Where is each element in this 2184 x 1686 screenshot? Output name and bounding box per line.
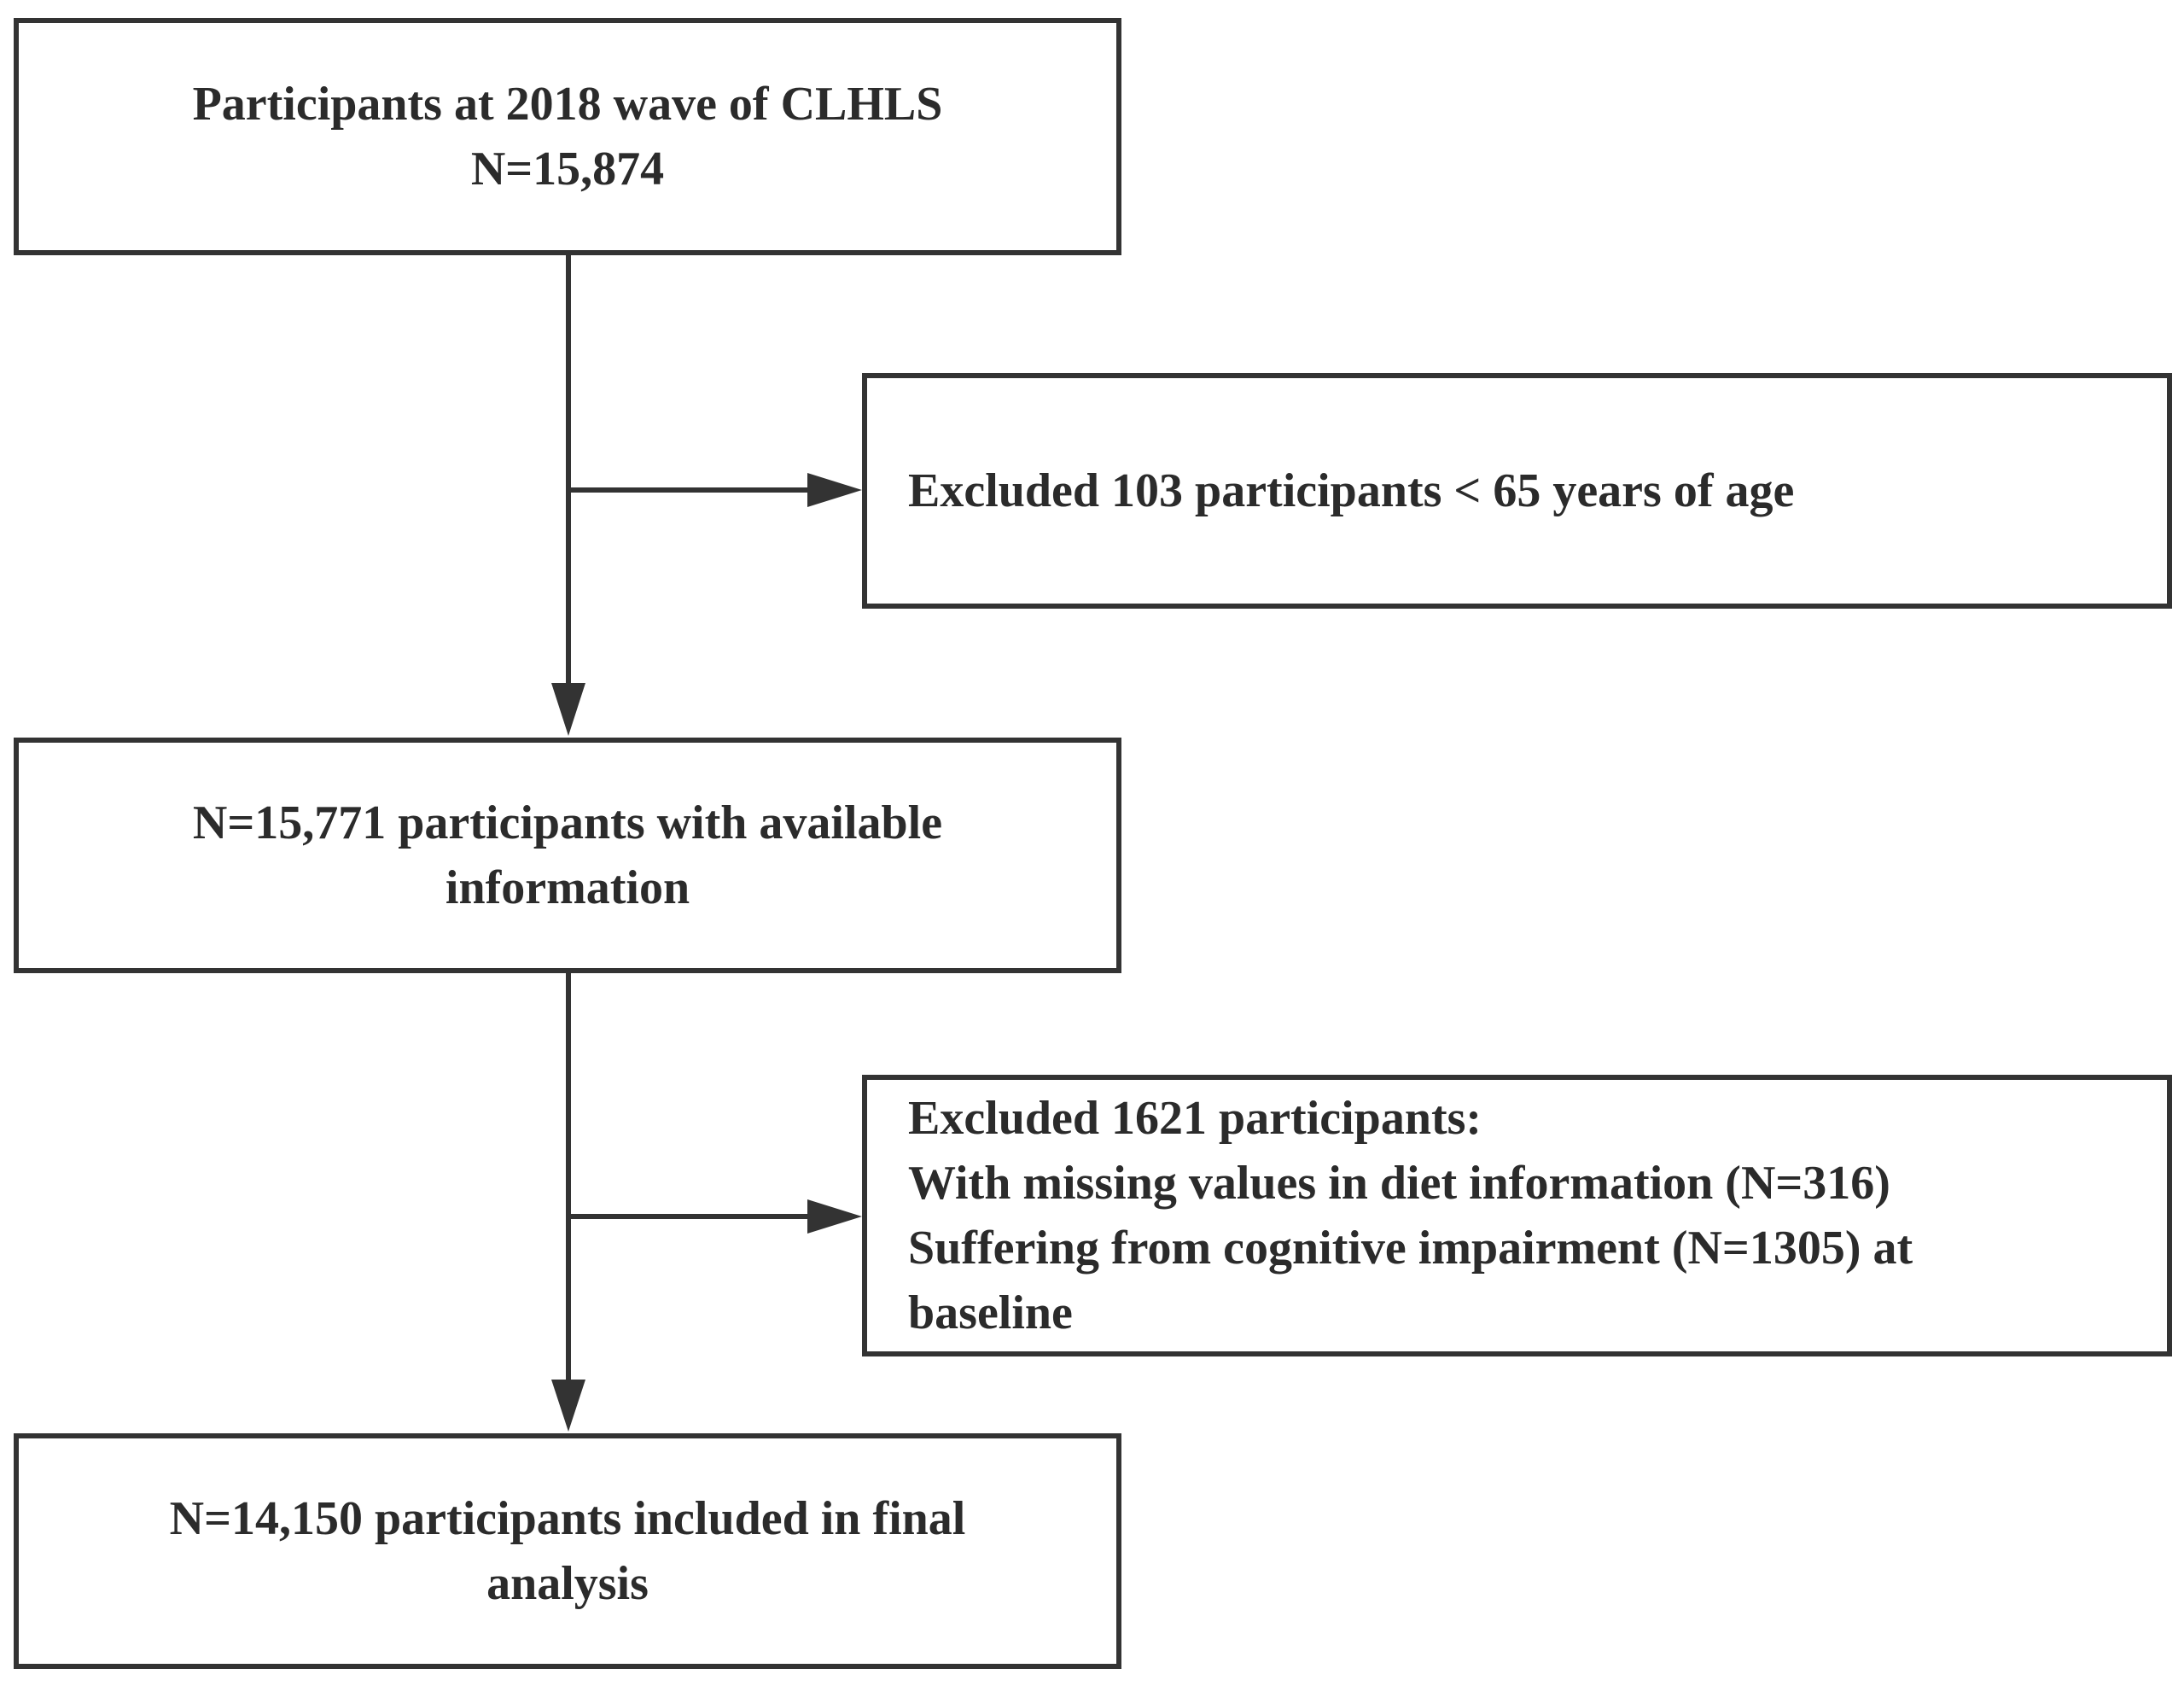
- final-analysis-line-1: N=14,150 participants included in final: [169, 1492, 966, 1545]
- arrowhead-down-2: [551, 1380, 585, 1432]
- participants-2018-line-1: Participants at 2018 wave of CLHLS: [192, 78, 943, 131]
- excluded-missing-line-2: With missing values in diet information …: [908, 1157, 1890, 1210]
- box-final-analysis: N=14,150 participants included in final …: [14, 1433, 1121, 1669]
- box-participants-2018: Participants at 2018 wave of CLHLS N=15,…: [14, 18, 1121, 255]
- arrowhead-right-2: [807, 1199, 862, 1234]
- excluded-age-line-1: Excluded 103 participants < 65 years of …: [908, 464, 1795, 517]
- final-analysis-line-2: analysis: [486, 1557, 649, 1610]
- available-info-line-2: information: [445, 861, 690, 914]
- arrowhead-down-1: [551, 683, 585, 736]
- available-info-line-1: N=15,771 participants with available: [192, 796, 943, 849]
- box-excluded-missing: Excluded 1621 participants: With missing…: [862, 1075, 2172, 1356]
- box-available-info: N=15,771 participants with available inf…: [14, 738, 1121, 973]
- arrowhead-right-1: [807, 473, 862, 507]
- excluded-missing-line-1: Excluded 1621 participants:: [908, 1092, 1482, 1145]
- participants-2018-line-2: N=15,874: [470, 143, 665, 195]
- excluded-missing-line-4: baseline: [908, 1286, 1073, 1339]
- box-excluded-age: Excluded 103 participants < 65 years of …: [862, 373, 2172, 609]
- excluded-missing-line-3: Suffering from cognitive impairment (N=1…: [908, 1222, 1913, 1275]
